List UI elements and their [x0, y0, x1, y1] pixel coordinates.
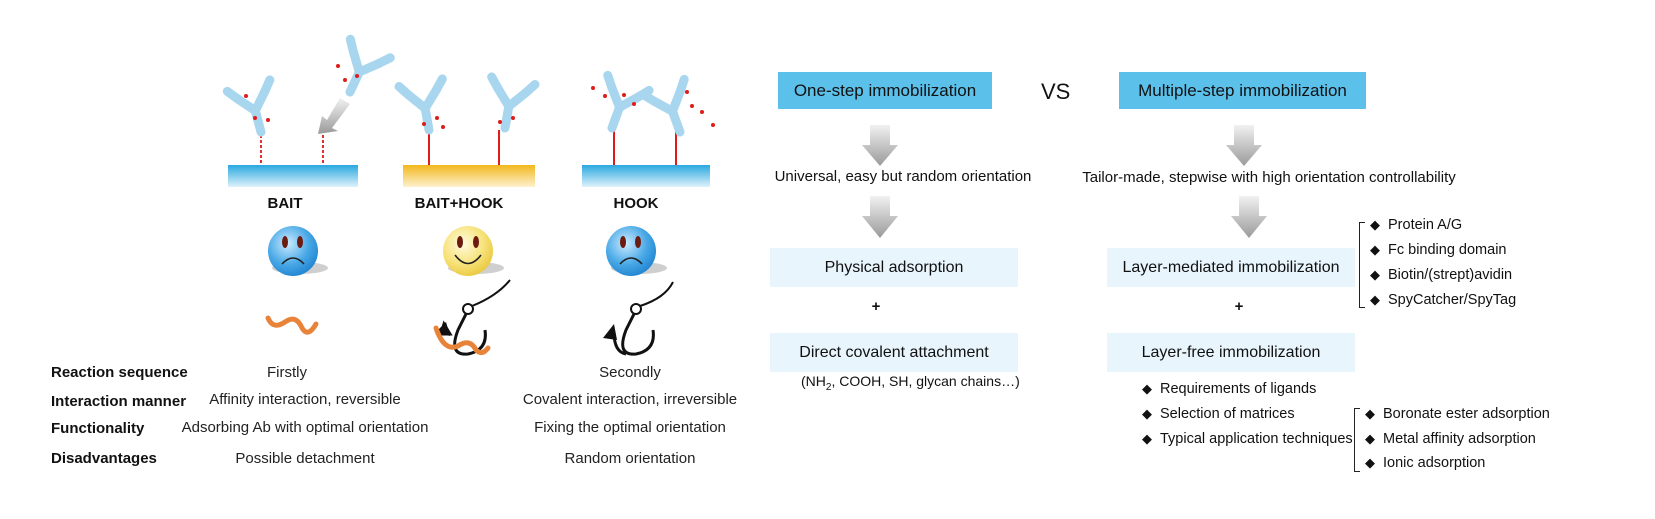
bracket: [1359, 222, 1365, 308]
surface-hook: [582, 165, 710, 187]
row-hook-value: Random orientation: [564, 450, 696, 467]
surface-bait-hook: [403, 165, 535, 187]
bracket: [1354, 408, 1360, 472]
antibody-icon: [227, 80, 282, 138]
down-arrow-icon: [318, 98, 350, 134]
fish-hook-icon: [603, 281, 674, 356]
row-bait-value: Possible detachment: [235, 450, 375, 467]
row-hook-value: Covalent interaction, irreversible: [522, 391, 738, 408]
plus-sign: +: [1234, 298, 1244, 315]
multi-step-description: Tailor-made, stepwise with high orientat…: [1082, 169, 1456, 186]
down-arrow-icon: [1231, 196, 1267, 238]
list-item: ◆Boronate ester adsorption: [1365, 406, 1550, 422]
row-hook-value: Secondly: [599, 364, 661, 381]
row-bait-value: Affinity interaction, reversible: [209, 391, 401, 408]
list-item: ◆SpyCatcher/SpyTag: [1370, 292, 1517, 308]
functional-groups-note: (NH2, COOH, SH, glycan chains…): [801, 373, 1020, 393]
sad-face-icon: [606, 226, 667, 276]
list-item: ◆Typical application techniques: [1142, 431, 1353, 447]
row-hook-value: Fixing the optimal orientation: [534, 419, 726, 436]
list-item: ◆Fc binding domain: [1370, 242, 1507, 258]
one-step-title-box: One-step immobilization: [778, 72, 992, 109]
antibody-icon: [591, 75, 649, 135]
covalent-attachment-box: Direct covalent attachment: [770, 333, 1018, 372]
row-label: Functionality: [51, 420, 145, 437]
fish-hook-icon: [433, 279, 511, 356]
down-arrow-icon: [862, 196, 898, 238]
multi-step-title-box: Multiple-step immobilization: [1119, 72, 1366, 109]
multi-step-title: Multiple-step immobilization: [1138, 80, 1347, 100]
layer-mediated-label: Layer-mediated immobilization: [1122, 258, 1340, 276]
physical-adsorption-label: Physical adsorption: [824, 258, 964, 276]
happy-face-icon: [443, 226, 504, 276]
down-arrow-icon: [1226, 125, 1262, 166]
antibody-icon: [330, 39, 390, 101]
row-label: Disadvantages: [51, 450, 157, 467]
layer-free-label: Layer-free immobilization: [1141, 343, 1321, 361]
antibody-icon: [483, 77, 535, 132]
surface-bait: [228, 165, 358, 187]
list-item: ◆Protein A/G: [1370, 217, 1463, 233]
row-label: Interaction manner: [51, 393, 187, 410]
strategy-label-bait: BAIT: [267, 195, 303, 212]
physical-adsorption-box: Physical adsorption: [770, 248, 1018, 287]
sad-face-icon: [268, 226, 328, 276]
strategy-label-bait-hook: BAIT+HOOK: [414, 195, 504, 212]
list-item: ◆Ionic adsorption: [1365, 455, 1486, 471]
covalent-attachment-label: Direct covalent attachment: [799, 343, 989, 361]
plus-sign: +: [871, 298, 881, 315]
layer-mediated-box: Layer-mediated immobilization: [1107, 248, 1355, 287]
strategy-label-hook: HOOK: [613, 195, 659, 212]
vs-label: VS: [1041, 79, 1071, 104]
one-step-title: One-step immobilization: [793, 80, 977, 100]
list-item: ◆Requirements of ligands: [1142, 381, 1317, 397]
list-item: ◆Biotin/(strept)avidin: [1370, 267, 1513, 283]
row-label: Reaction sequence: [51, 364, 188, 381]
down-arrow-icon: [862, 125, 898, 166]
row-bait-value: Adsorbing Ab with optimal orientation: [181, 419, 429, 436]
layer-free-box: Layer-free immobilization: [1107, 333, 1355, 372]
one-step-description: Universal, easy but random orientation: [774, 168, 1032, 185]
list-item: ◆Selection of matrices: [1142, 406, 1295, 422]
row-bait-value: Firstly: [267, 364, 307, 381]
list-item: ◆Metal affinity adsorption: [1365, 431, 1536, 447]
worm-bait-icon: [265, 315, 319, 335]
